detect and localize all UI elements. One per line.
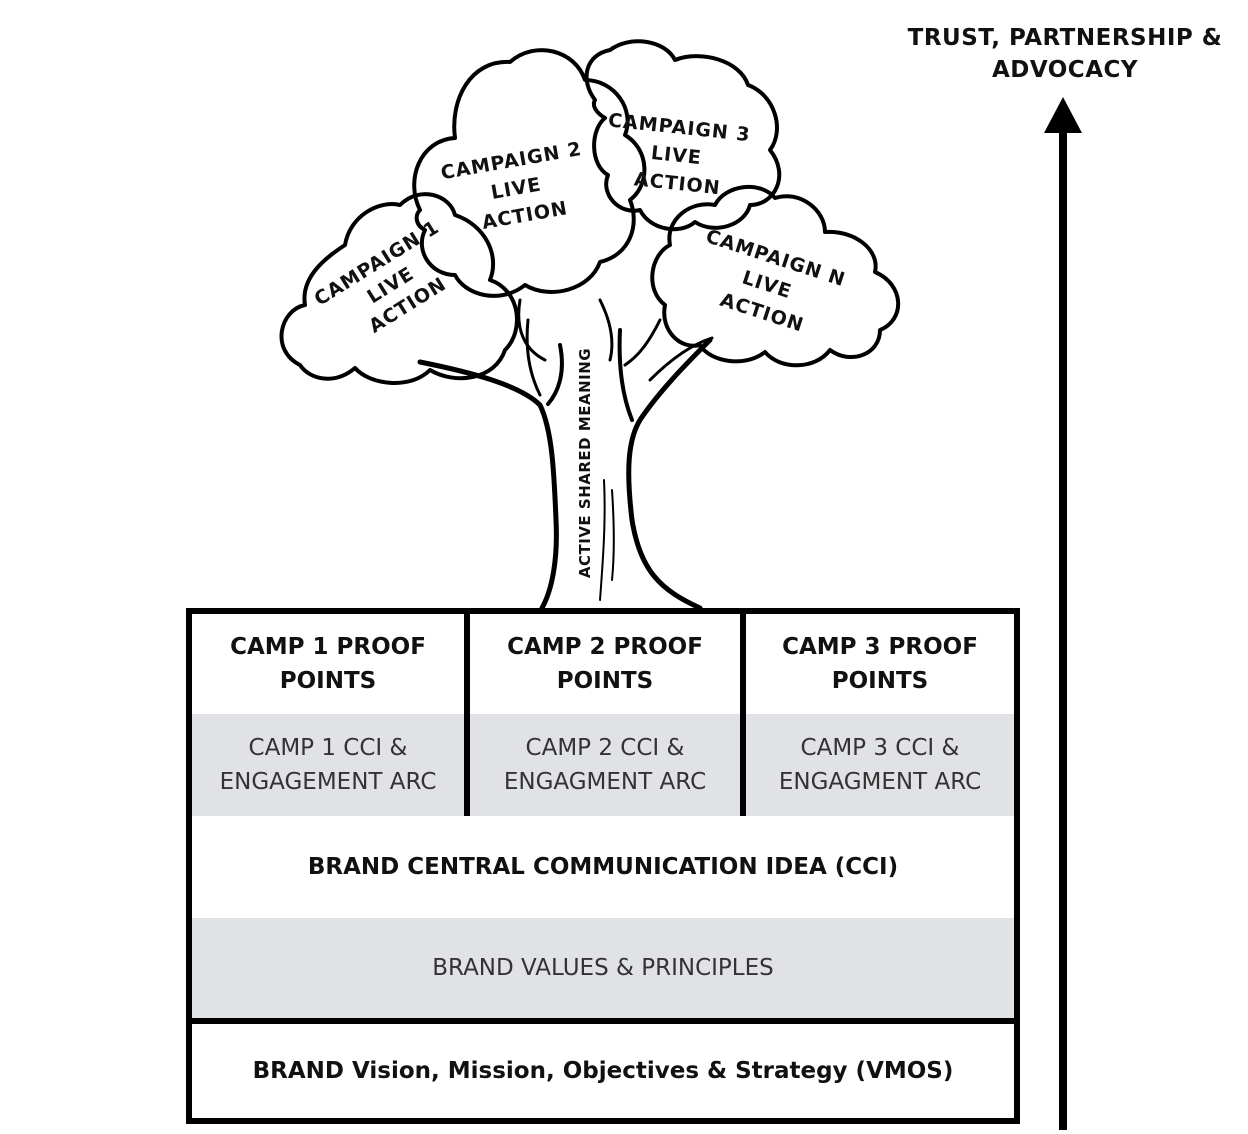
- tree-trunk: [417, 337, 713, 611]
- camp-3-proof-line-2: POINTS: [831, 668, 929, 694]
- leaf-cloud-1: [279, 192, 519, 385]
- camp-1-proof-line-1: CAMP 1 PROOF: [230, 634, 426, 660]
- camp-2-proof-line-2: POINTS: [556, 668, 654, 694]
- camp-3-cci-line-1: CAMP 3 CCI &: [800, 735, 960, 761]
- camp-1-proof-points: CAMP 1 PROOF POINTS: [192, 614, 464, 714]
- campaign-1-label: CAMPAIGN 1 LIVE ACTION: [311, 212, 478, 354]
- leaf-cloud-3: [584, 39, 782, 232]
- campaign-n-line-3: ACTION: [717, 289, 806, 337]
- camp-3-proof-points: CAMP 3 PROOF POINTS: [746, 614, 1014, 714]
- up-arrow-shaft: [1059, 128, 1067, 1130]
- campaign-2-label: CAMPAIGN 2 LIVE ACTION: [439, 137, 601, 240]
- camp-2-proof-line-1: CAMP 2 PROOF: [507, 634, 703, 660]
- camp-1-proof-line-2: POINTS: [279, 668, 377, 694]
- brand-values-row: BRAND VALUES & PRINCIPLES: [192, 918, 1014, 1018]
- column-divider-2: [740, 614, 746, 816]
- camp-2-proof-points: CAMP 2 PROOF POINTS: [470, 614, 740, 714]
- campaign-2-line-2: LIVE: [489, 173, 543, 204]
- camp-2-cci-line-2: ENGAGMENT ARC: [503, 769, 707, 795]
- brand-vmos-row: BRAND Vision, Mission, Objectives & Stra…: [252, 1058, 954, 1084]
- leaf-cloud-2: [412, 48, 647, 298]
- camp-3-cci-line-2: ENGAGMENT ARC: [778, 769, 982, 795]
- camp-1-cci-line-1: CAMP 1 CCI &: [248, 735, 408, 761]
- brand-cci-row: BRAND CENTRAL COMMUNICATION IDEA (CCI): [307, 854, 899, 880]
- campaign-3-line-1: CAMPAIGN 3: [607, 109, 751, 146]
- trust-label: TRUST, PARTNERSHIP & ADVOCACY: [900, 22, 1230, 86]
- leaf-cloud-4: [650, 184, 901, 368]
- campaign-3-line-3: ACTION: [633, 168, 722, 199]
- trunk-label: ACTIVE SHARED MEANING: [576, 348, 594, 578]
- campaign-n-label: CAMPAIGN N LIVE ACTION: [686, 225, 856, 347]
- camp-2-cci-arc: CAMP 2 CCI & ENGAGMENT ARC: [470, 714, 740, 816]
- camp-3-cci-arc: CAMP 3 CCI & ENGAGMENT ARC: [746, 714, 1014, 816]
- trust-label-line-1: TRUST, PARTNERSHIP &: [907, 25, 1223, 51]
- camp-1-cci-line-2: ENGAGEMENT ARC: [219, 769, 437, 795]
- tree-illustration: CAMPAIGN 1 LIVE ACTION CAMPAIGN 2 LIVE A…: [279, 39, 901, 611]
- up-arrow-head: [1044, 97, 1082, 133]
- foundation-table: CAMP 1 PROOF POINTS CAMP 2 PROOF POINTS CA…: [186, 608, 1020, 1124]
- campaign-3-line-2: LIVE: [650, 142, 703, 169]
- column-divider-1: [464, 614, 470, 816]
- row-divider: [192, 1018, 1014, 1024]
- camp-3-proof-line-1: CAMP 3 PROOF: [782, 634, 978, 660]
- camp-2-cci-line-1: CAMP 2 CCI &: [525, 735, 685, 761]
- camp-1-cci-arc: CAMP 1 CCI & ENGAGEMENT ARC: [192, 714, 464, 816]
- trust-label-line-2: ADVOCACY: [991, 57, 1139, 83]
